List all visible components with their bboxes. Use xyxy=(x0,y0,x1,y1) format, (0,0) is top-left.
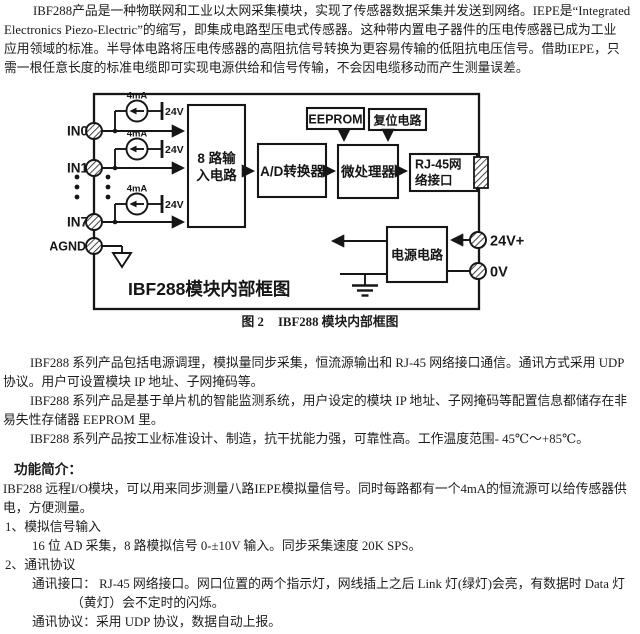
diagram-border xyxy=(92,92,481,311)
label-4ma: 4mA xyxy=(127,129,148,140)
text-line: IBF288 系列产品按工业标准设计、制造，抗干扰能力强，可靠性高。工作温度范围… xyxy=(30,432,590,446)
channel-in1 xyxy=(85,137,185,177)
terminal-agnd-icon xyxy=(85,237,103,255)
label-rj45-line2: 络接口 xyxy=(415,173,453,188)
label-eeprom: EEPROM xyxy=(308,113,362,127)
text-line: Electronics Piezo-Electric”的缩写，即集成电路型压电式… xyxy=(4,23,617,37)
label-mcu: 微处理器 xyxy=(340,164,395,180)
label-power: 电源电路 xyxy=(391,248,444,263)
label-input-block-line1: 8 路输 xyxy=(197,150,236,166)
block-reset xyxy=(367,107,428,132)
text-line: IBF288 远程I/O模块，可以用来同步测量八路IEPE模拟量信号。同时每路都… xyxy=(3,482,627,496)
agnd-connection xyxy=(85,237,133,269)
label-in1: IN1 xyxy=(67,161,89,176)
text-line: 2、通讯协议 xyxy=(5,558,76,572)
series-description: IBF288 系列产品包括电源调理，模拟量同步采集，恒流源输出和 RJ-45 网… xyxy=(0,354,640,449)
label-agnd: AGND xyxy=(50,240,86,254)
text-line: 16 位 AD 采集，8 路模拟信号 0-±10V 输入。同步采集速度 20K … xyxy=(32,539,422,553)
terminal-24v-icon xyxy=(469,231,487,249)
current-source-icon xyxy=(125,137,149,161)
label-reset: 复位电路 xyxy=(372,113,422,128)
label-24v-plus: 24V+ xyxy=(490,234,524,250)
signal-ground-icon xyxy=(111,252,133,269)
block-input-circuit xyxy=(186,103,247,229)
label-24v: 24V xyxy=(165,106,184,118)
figure-caption: 图 2 IBF288 模块内部框图 xyxy=(0,313,640,332)
terminal-0v-icon xyxy=(469,262,487,280)
junction-dot xyxy=(112,165,118,171)
text-line: 易失性存储器 EEPROM 里。 xyxy=(3,413,164,427)
label-4ma: 4mA xyxy=(127,92,148,102)
terminal-in7-icon xyxy=(85,213,103,231)
label-in0: IN0 xyxy=(67,124,88,139)
text-line: 通讯协议：采用 UDP 协议，数据自动上报。 xyxy=(32,615,282,629)
text-line: IBF288 系列产品包括电源调理，模拟量同步采集，恒流源输出和 RJ-45 网… xyxy=(30,356,625,370)
terminal-in0-icon xyxy=(85,122,103,140)
label-adc: A/D转换器 xyxy=(260,163,324,179)
label-0v: 0V xyxy=(490,265,508,281)
label-input-block-line2: 入电路 xyxy=(196,167,237,183)
junction-dot xyxy=(112,128,118,134)
text-line: 通讯接口： RJ-45 网络接口。网口位置的两个指示灯，网线插上之后 Link … xyxy=(32,577,625,591)
junction-dot xyxy=(112,219,118,225)
ellipsis-dots-icon xyxy=(74,174,111,200)
flow-arrows xyxy=(241,128,408,178)
label-24v: 24V xyxy=(165,144,184,156)
channel-in0 xyxy=(85,99,185,140)
earth-ground-icon xyxy=(352,284,378,297)
label-4ma: 4mA xyxy=(127,184,148,195)
diagram-inner-title: IBF288模块内部框图 xyxy=(128,279,290,299)
text-line: 需一根任意长度的标准电缆即可实现电源供给和信号传输，不会因电缆移动而产生测量误差… xyxy=(4,61,529,75)
block-diagram: IN0 IN1 IN7 AGND 4mA 4mA 4mA 24V 24V 24V… xyxy=(50,92,524,311)
block-power xyxy=(385,225,449,284)
current-source-icon xyxy=(125,99,149,123)
terminal-in1-icon xyxy=(85,159,103,177)
text-line: IBF288 系列产品是基于单片机的智能监测系统，用户设定的模块 IP 地址、子… xyxy=(30,394,628,408)
power-section xyxy=(331,231,487,297)
rj45-connector-icon xyxy=(473,156,489,189)
text-line: 电，方便测量。 xyxy=(3,501,93,515)
text-line: 1、模拟信号输入 xyxy=(5,520,101,534)
label-rj45-line1: RJ-45网 xyxy=(415,158,462,172)
text-line: 协议。用户可设置模块 IP 地址、子网掩码等。 xyxy=(3,375,264,389)
block-eeprom xyxy=(305,106,366,131)
text-line: IBF288产品是一种物联网和工业以太网采集模块，实现了传感器数据采集并发送到网… xyxy=(33,4,631,18)
figure-caption-text: IBF288 模块内部框图 xyxy=(277,315,399,329)
features-heading: 功能简介： xyxy=(14,462,82,477)
figure-number: 图 2 xyxy=(241,315,264,329)
intro-paragraph: IBF288产品是一种物联网和工业以太网采集模块，实现了传感器数据采集并发送到网… xyxy=(0,2,640,78)
channel-in7 xyxy=(85,192,185,231)
features-section: IBF288 远程I/O模块，可以用来同步测量八路IEPE模拟量信号。同时每路都… xyxy=(0,480,640,632)
text-line: （黄灯）会不定时的闪烁。 xyxy=(71,596,225,610)
current-source-icon xyxy=(125,192,149,216)
label-24v: 24V xyxy=(165,199,184,211)
label-in7: IN7 xyxy=(67,215,88,230)
text-line: 应用领域的标准。半导体电路将压电传感器的高阻抗信号转换为更容易传输的低阻抗电压信… xyxy=(4,42,620,56)
